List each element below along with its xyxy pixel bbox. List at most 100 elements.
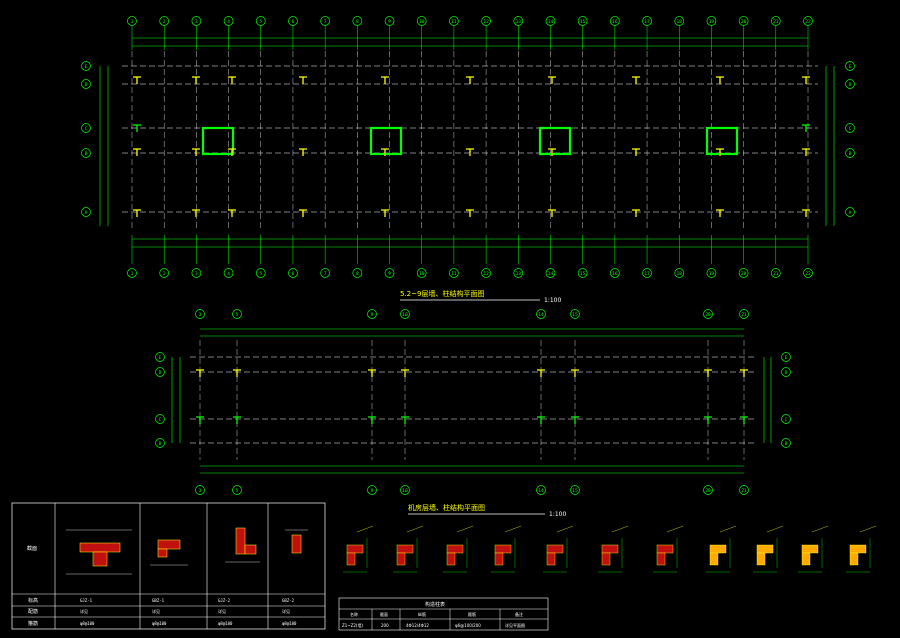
column-mark <box>299 148 307 156</box>
axis-label: 8 <box>356 19 359 25</box>
axis-bubble <box>191 16 202 26</box>
axis-label: 18 <box>677 19 683 25</box>
axis-bubble <box>155 367 165 377</box>
table-cell: φ8@100 <box>218 621 233 626</box>
detail-leader <box>406 525 424 533</box>
axis-label: 15 <box>580 19 586 25</box>
axis-label: 20 <box>705 488 711 494</box>
axis-bubble <box>81 79 91 89</box>
axis-label: 17 <box>644 19 650 25</box>
axis-label: 20 <box>705 312 711 318</box>
detail-section <box>849 544 867 554</box>
axis-label: C <box>159 417 162 423</box>
axis-bubble <box>416 16 427 26</box>
axis-label: 10 <box>419 19 425 25</box>
axis-bubble <box>545 16 556 26</box>
axis-bubble <box>195 309 205 319</box>
axis-label: 5 <box>236 488 239 494</box>
column-mark <box>466 209 474 217</box>
axis-label: 21 <box>741 312 747 318</box>
legend-header: 箍筋 <box>468 611 476 617</box>
detail-leader <box>504 525 522 533</box>
detail-leader <box>859 525 877 533</box>
legend-cell: φ6@100/200 <box>455 623 481 628</box>
axis-bubble <box>159 16 170 26</box>
column-mark <box>466 148 474 156</box>
table-row-label-2: 箍筋 <box>28 620 38 627</box>
plan-upper-floors: 1122334455667788991010111112121313141415… <box>81 16 855 278</box>
axis-bubble <box>320 16 330 26</box>
column-mark <box>196 369 204 377</box>
axis-bubble <box>384 16 395 26</box>
column-mark <box>466 76 474 84</box>
section-table: 截面 标高 配筋 箍筋 GJZ-1 GBZ-1 GJZ-2 GBZ-2 详见 详… <box>11 502 326 630</box>
axis-bubble <box>739 485 749 495</box>
axis-label: 13 <box>516 271 522 277</box>
axis-bubble <box>610 268 620 278</box>
axis-bubble <box>127 268 137 278</box>
column-mark <box>196 416 204 424</box>
axis-label: 5 <box>259 19 262 25</box>
detail-section <box>346 552 356 566</box>
axis-label: C <box>849 126 852 132</box>
axis-bubble <box>570 309 580 319</box>
axis-bubble <box>449 16 459 26</box>
axis-bubble <box>703 485 713 495</box>
axis-bubble <box>367 485 377 495</box>
axis-bubble <box>845 148 855 158</box>
axis-label: 19 <box>709 19 715 25</box>
axis-bubble <box>781 367 791 377</box>
axis-bubble <box>81 207 91 217</box>
detail-leader <box>556 525 574 533</box>
column-mark <box>133 148 141 156</box>
column-mark <box>381 76 389 84</box>
detail-leader <box>766 525 784 533</box>
axis-label: E <box>85 64 88 70</box>
column-mark <box>368 416 376 424</box>
axis-label: E <box>785 355 788 361</box>
column-mark <box>740 416 748 424</box>
column-mark <box>133 209 141 217</box>
axis-bubble <box>320 268 330 278</box>
axis-label: A <box>849 210 852 216</box>
column-mark <box>740 369 748 377</box>
detail-leader <box>611 525 629 533</box>
axis-bubble <box>195 485 205 495</box>
core-wall <box>538 126 572 156</box>
detail-section <box>801 552 811 566</box>
axis-label: 2 <box>163 271 166 277</box>
column-mark <box>704 416 712 424</box>
axis-bubble <box>545 268 556 278</box>
column-mark <box>233 369 241 377</box>
axis-bubble <box>536 309 546 319</box>
axis-bubble <box>845 207 855 217</box>
detail-section <box>546 544 564 554</box>
legend-header: 截面 <box>380 611 388 617</box>
axis-bubble <box>127 16 137 26</box>
detail-section <box>396 544 414 554</box>
detail-section <box>601 544 619 554</box>
axis-label: 18 <box>677 271 683 277</box>
axis-label: 20 <box>741 19 747 25</box>
axis-label: 14 <box>548 271 554 277</box>
detail-leader <box>356 525 374 533</box>
axis-bubble <box>781 414 791 424</box>
column-mark <box>228 209 236 217</box>
axis-label: 20 <box>741 271 747 277</box>
column-mark <box>632 76 640 84</box>
axis-bubble <box>352 268 363 278</box>
axis-bubble <box>770 268 781 278</box>
column-mark <box>381 209 389 217</box>
axis-label: B <box>85 151 88 157</box>
axis-bubble <box>255 16 266 26</box>
axis-label: 7 <box>324 19 327 25</box>
axis-label: 11 <box>451 271 457 277</box>
axis-bubble <box>781 352 791 362</box>
axis-bubble <box>81 123 91 133</box>
axis-bubble <box>674 268 685 278</box>
legend-cell: 4Φ12/4Φ12 <box>406 623 429 628</box>
detail-section <box>756 544 774 554</box>
section-sketch-1 <box>66 529 132 575</box>
table-cell: GBZ-2 <box>282 598 295 603</box>
